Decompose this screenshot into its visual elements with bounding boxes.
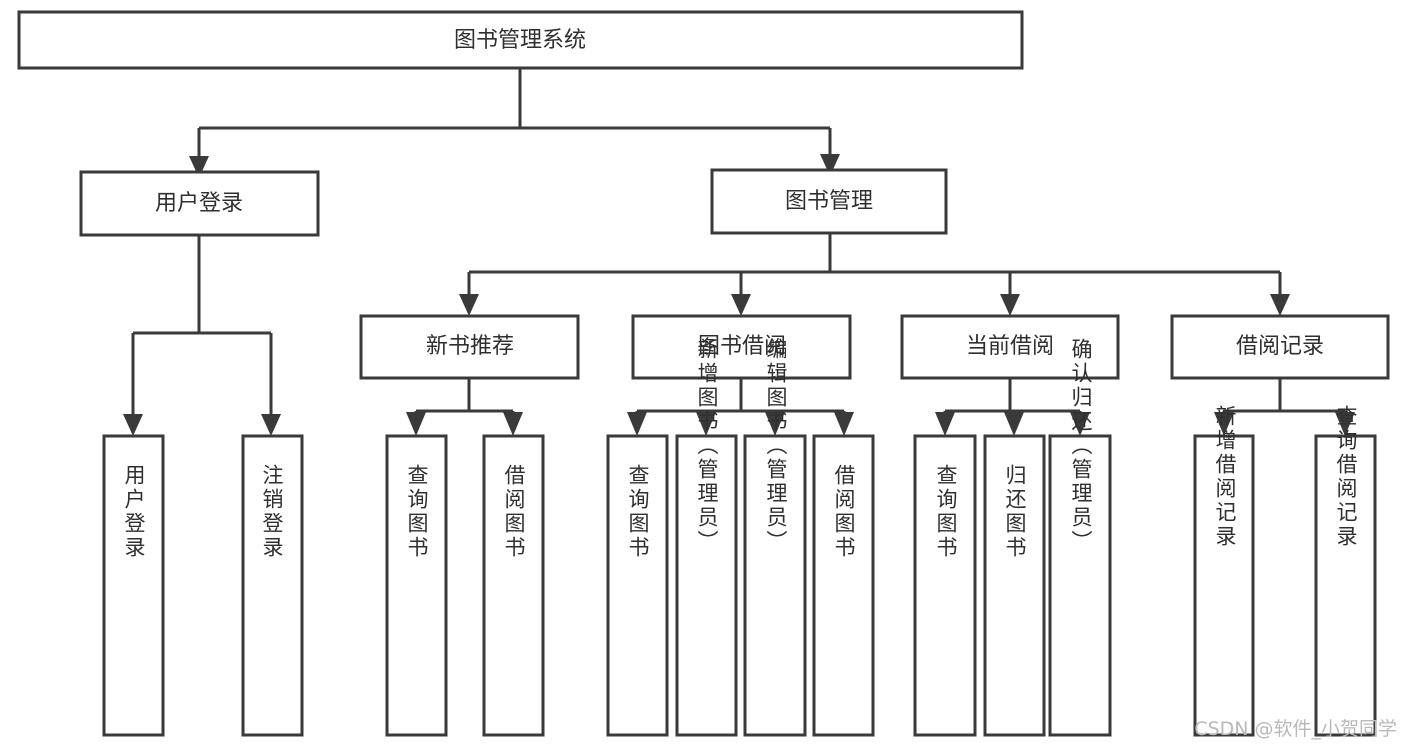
node-current-borrow-label: 当前借阅 (966, 334, 1054, 359)
leaf-label: 编辑图书（管理员） (764, 338, 788, 554)
leaf-box[interactable] (675, 434, 738, 737)
leaf-label: 新增借阅记录 (1213, 405, 1237, 549)
leaf-box[interactable] (241, 434, 304, 737)
node-borrow-record-label: 借阅记录 (1236, 334, 1324, 359)
leaf-box[interactable] (1314, 434, 1377, 737)
node-book-management-label: 图书管理 (785, 189, 873, 214)
leaf-box[interactable] (482, 434, 545, 737)
leaf-node[interactable]: 归还图书 (983, 434, 1046, 737)
node-book-management[interactable]: 图书管理 (710, 168, 948, 235)
connector-newbook-bus (414, 378, 515, 418)
leaf-node[interactable]: 确认归还（管理员） (1048, 338, 1112, 737)
arrowhead-leaf-4 (503, 412, 523, 436)
leaf-node[interactable]: 查询图书 (606, 434, 669, 737)
leaf-label: 查询图书 (626, 464, 650, 560)
node-root[interactable]: 图书管理系统 (17, 10, 1024, 70)
leaf-node[interactable]: 用户登录 (102, 434, 165, 737)
leaf-node[interactable]: 新增图书（管理员） (675, 338, 738, 737)
leaf-node[interactable]: 查询图书 (385, 434, 448, 737)
arrowhead-leaf-11 (1070, 412, 1090, 436)
node-book-management-box[interactable] (710, 168, 948, 235)
leaf-box[interactable] (606, 434, 669, 737)
arrowhead-leaf-2 (261, 414, 281, 436)
arrowhead-leaf-8 (834, 412, 854, 436)
node-current-borrow[interactable]: 当前借阅 (900, 314, 1120, 380)
arrowhead-current (1000, 294, 1020, 316)
leaf-node[interactable]: 借阅图书 (812, 434, 875, 737)
node-book-borrow[interactable]: 图书借阅 (631, 314, 852, 380)
connector-record-bus (1222, 378, 1347, 418)
leaf-label: 用户登录 (122, 464, 146, 560)
node-new-book-recommend[interactable]: 新书推荐 (359, 314, 580, 380)
node-root-label: 图书管理系统 (454, 28, 586, 53)
arrowhead-leaf-13 (1335, 412, 1355, 436)
arrowhead-userlogin (189, 156, 209, 178)
leaf-label: 新增图书（管理员） (695, 338, 719, 554)
leaf-node[interactable]: 借阅图书 (482, 434, 545, 737)
leaf-label: 归还图书 (1003, 464, 1027, 560)
node-borrow-record[interactable]: 借阅记录 (1170, 314, 1390, 380)
arrowhead-leaf-5 (627, 412, 647, 436)
connector-userlogin-bus (131, 235, 273, 418)
node-new-book-recommend-box[interactable] (359, 314, 580, 380)
arrowhead-leaf-3 (406, 412, 426, 436)
node-borrow-record-box[interactable] (1170, 314, 1390, 380)
leaf-box[interactable] (913, 434, 977, 737)
leaf-box[interactable] (1193, 434, 1255, 737)
arrowhead-leaf-12 (1214, 412, 1234, 436)
leaf-node[interactable]: 编辑图书（管理员） (743, 338, 807, 737)
arrowhead-leaf-9 (935, 412, 955, 436)
connector-layer (123, 68, 1355, 436)
leaf-label: 确认归还（管理员） (1069, 338, 1093, 554)
arrowhead-leaf-10 (1004, 412, 1024, 436)
leaf-box[interactable] (1048, 434, 1112, 737)
arrowhead-leaf-7 (765, 412, 785, 436)
arrowhead-newbook (459, 294, 479, 316)
node-current-borrow-box[interactable] (900, 314, 1120, 380)
arrowhead-borrow (731, 294, 751, 316)
leaf-node[interactable]: 新增借阅记录 (1193, 405, 1255, 737)
leaf-box[interactable] (743, 434, 807, 737)
node-user-login-box[interactable] (79, 170, 320, 237)
node-book-borrow-box[interactable] (631, 314, 852, 380)
arrowhead-bookmgmt (820, 154, 840, 176)
leaf-label: 借阅图书 (832, 464, 856, 560)
connector-borrow-bus (635, 378, 846, 418)
leaf-label: 注销登录 (260, 464, 284, 560)
leaf-box[interactable] (983, 434, 1046, 737)
leaf-label: 查询借阅记录 (1334, 405, 1358, 549)
arrowhead-leaf-1 (123, 414, 143, 436)
leaf-box[interactable] (812, 434, 875, 737)
leaf-node[interactable]: 查询借阅记录 (1314, 405, 1377, 737)
node-user-login[interactable]: 用户登录 (79, 170, 320, 237)
leaf-label: 查询图书 (405, 464, 429, 560)
arrowhead-leaf-6 (696, 412, 716, 436)
node-user-login-label: 用户登录 (155, 191, 243, 216)
leaf-box[interactable] (102, 434, 165, 737)
connector-bookmgmt-bus (467, 233, 1282, 296)
connector-root-bus (197, 68, 830, 158)
leaf-label: 查询图书 (934, 464, 958, 560)
leaf-label: 借阅图书 (502, 464, 526, 560)
node-root-box[interactable] (17, 10, 1024, 70)
arrowhead-record (1270, 294, 1290, 316)
leaf-node[interactable]: 注销登录 (241, 434, 304, 737)
node-new-book-recommend-label: 新书推荐 (426, 334, 514, 359)
leaf-box[interactable] (385, 434, 448, 737)
node-book-borrow-label: 图书借阅 (698, 334, 786, 359)
leaf-node[interactable]: 查询图书 (913, 434, 977, 737)
